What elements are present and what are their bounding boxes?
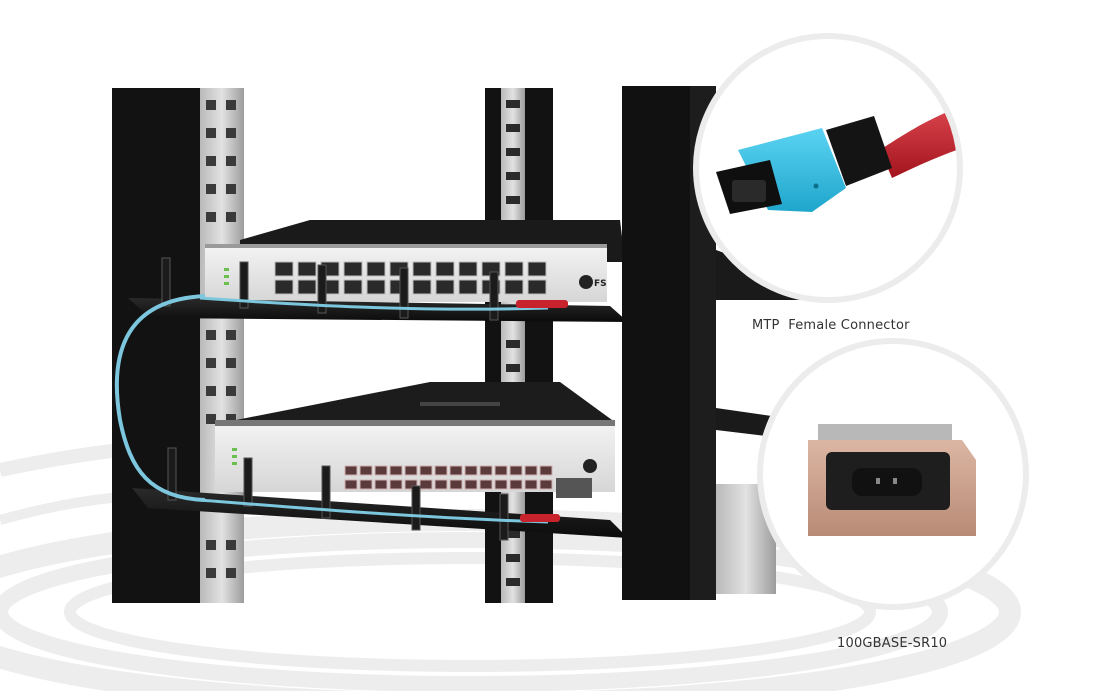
transceiver-callout [757,338,1029,610]
transceiver-top-latch [818,424,952,442]
upper-blue-cable [199,296,549,311]
transceiver-caption: 100GBASE-SR10 [837,636,948,651]
upper-cable-managers [161,257,499,321]
upper-switch-brand: FS [594,279,607,289]
upper-cable-tray [128,298,628,322]
rack [112,88,553,603]
mtp-boot [826,116,892,186]
lower-switch-top [236,382,612,420]
upper-switch-ports [274,261,547,295]
upper-switch-leds [224,268,229,285]
lower-switch-fs-logo-icon [583,459,597,473]
lower-switch-leds [232,448,237,465]
lower-blue-cable [199,498,549,524]
lower-switch [132,382,628,541]
mtp-connector-callout [693,33,963,303]
upper-switch-fs-logo-icon [579,275,593,289]
rack-front-post-left-rail [200,88,244,603]
upper-switch: FS [128,220,628,322]
lower-cable-managers [167,447,509,541]
mtp-connector-caption: MTP Female Connector [752,318,910,333]
lower-red-mtp-cable [520,514,560,522]
lower-switch-ports [344,465,553,490]
blue-fiber-loop [114,294,206,502]
rack-front-post-left [112,88,202,603]
upper-red-mtp-cable [516,300,568,308]
